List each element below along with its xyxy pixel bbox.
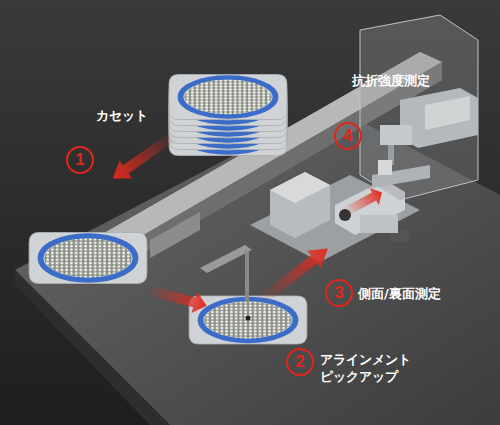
step-label: アラインメント ピックアップ xyxy=(320,351,424,385)
callout-number: 4 xyxy=(335,123,361,149)
callout-number: 2 xyxy=(287,349,313,375)
callout-number: 3 xyxy=(326,280,352,306)
step-label: 側面/裏面測定 xyxy=(358,285,441,302)
callout-number: 1 xyxy=(67,147,93,173)
part-label: カセット xyxy=(96,107,148,124)
step-label: 抗折強度測定 xyxy=(352,72,430,89)
